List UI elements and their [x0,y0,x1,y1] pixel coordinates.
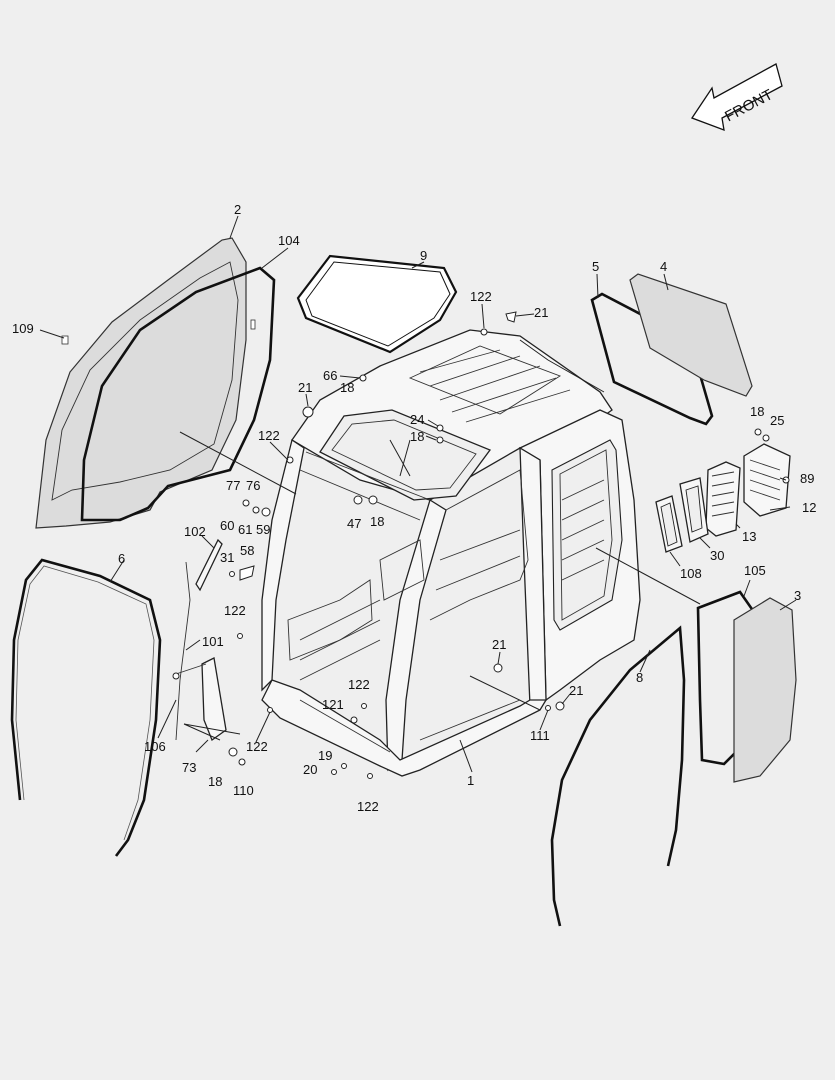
callout-122b: 122 [258,428,280,443]
callout-121: 121 [322,697,344,712]
callout-labels: 2 104 9 109 122 21 5 4 66 18 21 122 24 1… [12,202,816,814]
callout-106: 106 [144,739,166,754]
callout-2: 2 [234,202,241,217]
callout-31: 31 [220,550,234,565]
callout-18b: 18 [410,429,424,444]
callout-59: 59 [256,522,270,537]
callout-76: 76 [246,478,260,493]
callout-122f: 122 [357,799,379,814]
callout-58: 58 [240,543,254,558]
callout-6: 6 [118,551,125,566]
callout-105: 105 [744,563,766,578]
callout-5: 5 [592,259,599,274]
callout-24: 24 [410,412,424,427]
callout-122a: 122 [470,289,492,304]
callout-1: 1 [467,773,474,788]
callout-111: 111 [530,728,550,743]
callout-60: 60 [220,518,234,533]
right-window-glass [733,597,797,783]
callout-21a: 21 [534,305,548,320]
callout-110: 110 [233,783,254,798]
callout-61: 61 [238,522,252,537]
rear-window-glass [629,273,753,397]
callout-101: 101 [202,634,224,649]
callout-4: 4 [660,259,667,274]
callout-18e: 18 [208,774,222,789]
callout-47: 47 [347,516,361,531]
callout-21c: 21 [492,637,506,652]
callout-25: 25 [770,413,784,428]
callout-66: 66 [323,368,337,383]
callout-73: 73 [182,760,196,775]
wiper-assembly [172,538,227,742]
cab-frame [261,329,641,777]
callout-102: 102 [184,524,206,539]
callout-18c: 18 [750,404,764,419]
left-door-seal [10,558,162,857]
callout-104: 104 [278,233,300,248]
callout-122e: 122 [246,739,268,754]
callout-3: 3 [794,588,801,603]
callout-21d: 21 [569,683,583,698]
callout-8: 8 [636,670,643,685]
right-door-seal [550,625,686,927]
front-direction-arrow: FRONT [691,63,783,132]
callout-109: 109 [12,321,34,336]
leader-lines [39,215,797,773]
callout-122d: 122 [348,677,370,692]
callout-77: 77 [226,478,240,493]
callout-108: 108 [680,566,702,581]
air-filter-assembly [655,443,791,553]
fasteners [228,311,790,779]
callout-122c: 122 [224,603,246,618]
callout-30: 30 [710,548,724,563]
left-glass-seal [80,266,276,522]
callout-12: 12 [802,500,816,515]
callout-13: 13 [742,529,756,544]
callout-9: 9 [420,248,427,263]
callout-18a: 18 [340,380,354,395]
callout-21b: 21 [298,380,312,395]
callout-18d: 18 [370,514,384,529]
callout-89: 89 [800,471,814,486]
callout-19: 19 [318,748,332,763]
callout-20: 20 [303,762,317,777]
rear-window-seal [590,292,714,426]
roof-hatch-glass [296,254,458,354]
